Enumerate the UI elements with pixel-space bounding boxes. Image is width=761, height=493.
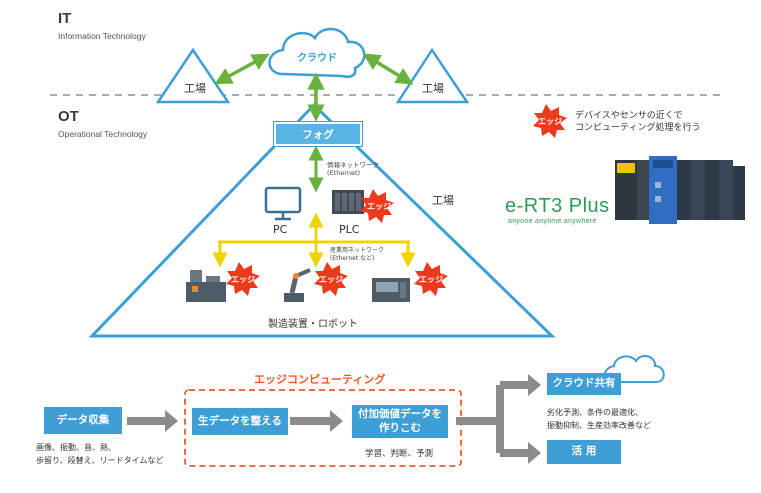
cloud-share-label: クラウド共有 (552, 377, 616, 390)
arrow-branch-to-utilize (500, 442, 541, 464)
plc-label: PLC (339, 223, 360, 236)
arrow-cloud-right-factory (362, 53, 414, 85)
industrial-network-label: 産業用ネットワーク (Ethernet など) (330, 247, 385, 262)
arrow-cloud-left-factory (214, 53, 270, 85)
ot-subtitle: Operational Technology (58, 129, 148, 139)
edge-label-equip-3: エッジ (419, 275, 443, 284)
arrow-organize-to-value (290, 410, 343, 432)
edge-burst-legend (533, 104, 567, 138)
product-image (615, 156, 745, 224)
product-tagline: anyone anytime anywhere (508, 218, 597, 225)
add-value-desc: 学習、判断、予測 (365, 449, 434, 459)
pc-label: PC (273, 223, 288, 236)
edge-computing-title: エッジコンピューティング (254, 373, 386, 386)
factory-right-label: 工場 (422, 82, 444, 95)
organize-raw-box: 生データを整える (192, 408, 288, 435)
edge-legend-text: デバイスやセンサの近くで コンピューティング処理を行う (575, 111, 701, 134)
factory-triangle-right (395, 47, 470, 104)
pc-icon (264, 186, 302, 221)
arrow-value-to-branch (456, 417, 496, 425)
organize-raw-label: 生データを整える (198, 414, 282, 427)
arrow-branch-to-cloud (500, 374, 541, 396)
it-subtitle: Information Technology (58, 31, 146, 41)
product-name: e-RT3 Plus (505, 195, 610, 217)
arrow-collect-to-organize (127, 410, 178, 432)
cloud-share-box: クラウド共有 (547, 373, 621, 395)
equipment-label: 製造装置・ロボット (268, 319, 358, 330)
cloud-label: クラウド (297, 53, 337, 64)
edge-label-equip-2: エッジ (319, 275, 343, 284)
edge-computing-frame (184, 389, 462, 467)
equipment-machine-2-icon (372, 278, 410, 302)
ot-title: OT (58, 108, 79, 125)
plc-icon (332, 190, 364, 214)
edge-burst-equip-1 (226, 262, 260, 296)
cloud-shape (268, 27, 366, 78)
factory-triangle-left (155, 47, 231, 104)
data-collection-box: データ収集 (44, 407, 122, 434)
utilize-label: 活 用 (571, 445, 597, 458)
edge-burst-equip-3 (414, 262, 448, 296)
equipment-machine-1-icon (186, 270, 226, 302)
edge-label-equip-1: エッジ (231, 275, 255, 284)
edge-label-legend: エッジ (538, 117, 562, 126)
utilize-box: 活 用 (547, 440, 621, 464)
fog-box: フォグ (273, 121, 363, 147)
edge-burst-plc (360, 189, 394, 223)
edge-label-plc: エッジ (367, 202, 391, 211)
factory-main-label: 工場 (432, 194, 454, 207)
info-network-label: 情報ネットワーク (Ethernet) (327, 161, 379, 178)
it-title: IT (58, 10, 72, 27)
cloud-share-desc: 劣化予測、条件の最適化、 振動抑制、生産効率改善など (547, 408, 651, 431)
data-collection-desc: 画像、振動、音、熱、 歩留り、段替え、リードタイムなど (36, 443, 164, 466)
edge-burst-equip-2 (314, 262, 348, 296)
add-value-box: 付加価値データを 作りこむ (352, 405, 448, 438)
data-collection-label: データ収集 (56, 413, 110, 426)
equipment-robot-icon (284, 268, 311, 302)
fog-label: フォグ (302, 128, 334, 141)
factory-left-label: 工場 (184, 82, 206, 95)
add-value-label: 付加価値データを 作りこむ (358, 408, 442, 434)
